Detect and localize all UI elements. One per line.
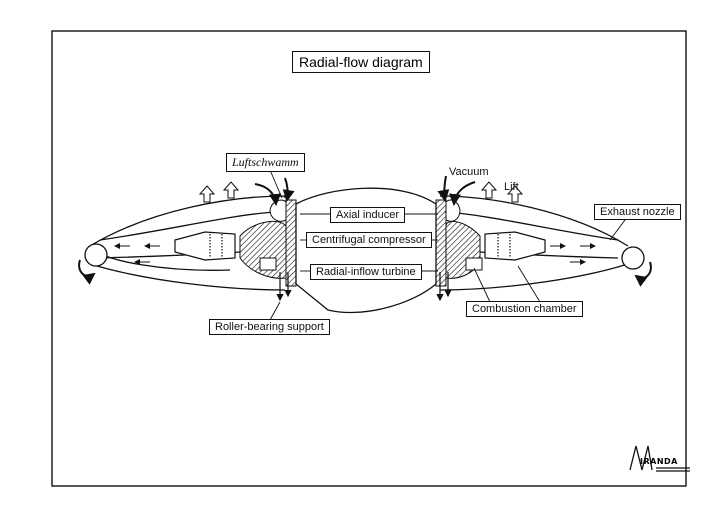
- right-turbine: [465, 257, 483, 271]
- diagram-title: Radial-flow diagram: [292, 51, 430, 73]
- vacuum-label: Vacuum: [449, 166, 489, 178]
- left-roller: [84, 243, 108, 267]
- left-roller-arrow: [78, 259, 96, 285]
- left-turbine: [259, 257, 277, 271]
- exhaust-flow-arrows: [114, 243, 596, 265]
- right-roller: [621, 246, 645, 270]
- combustion-chamber-label: Combustion chamber: [466, 301, 583, 317]
- logo-text: IRANDA: [640, 457, 678, 466]
- luftschwamm-label: Luftschwamm: [226, 153, 305, 172]
- centrifugal-compressor-label: Centrifugal compressor: [306, 232, 432, 248]
- right-rotor-hub: [435, 199, 447, 287]
- lift-label: Lift: [504, 181, 519, 193]
- page-border: [51, 30, 687, 487]
- roller-bearing-support-label: Roller-bearing support: [209, 319, 330, 335]
- bearing-supports: [276, 272, 452, 302]
- lift-arrows: [198, 181, 524, 203]
- logo-mark: [629, 445, 690, 472]
- right-combustor: [484, 231, 546, 261]
- left-combustor: [174, 231, 236, 261]
- intake-arrows: [254, 175, 476, 206]
- radial-inflow-turbine-label: Radial-inflow turbine: [310, 264, 422, 280]
- right-inlet: [445, 199, 461, 222]
- left-inlet: [269, 199, 287, 222]
- leader-lines: [269, 169, 629, 321]
- right-roller-arrow: [634, 261, 652, 287]
- exhaust-nozzle-label: Exhaust nozzle: [594, 204, 681, 220]
- axial-inducer-label: Axial inducer: [330, 207, 405, 223]
